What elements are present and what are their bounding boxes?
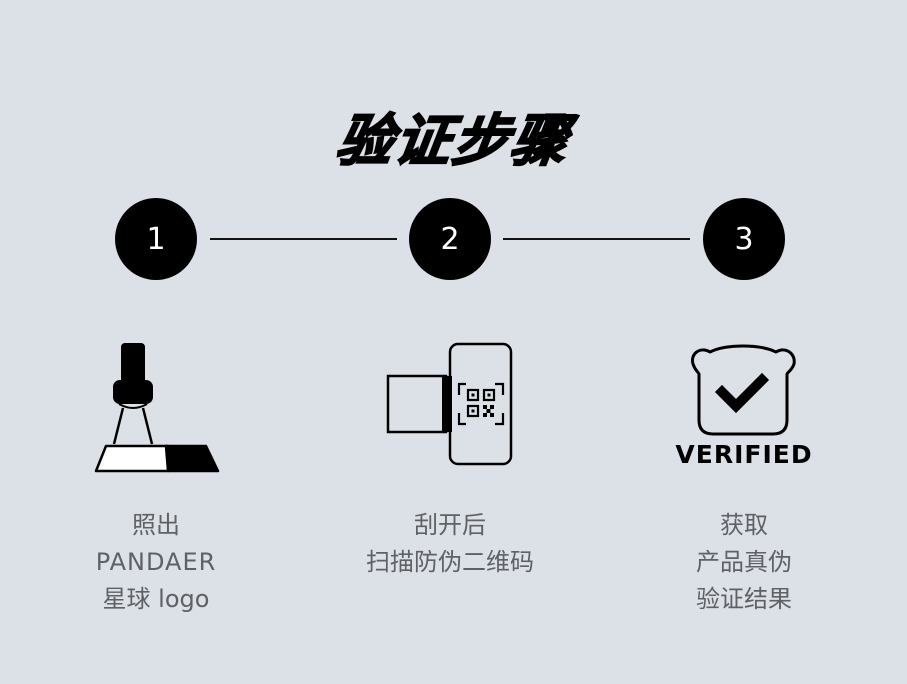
verified-bear-check-icon bbox=[690, 344, 796, 436]
step-1-number-badge: 1 bbox=[115, 198, 197, 280]
step-2-caption-line-1: 刮开后 bbox=[414, 511, 486, 539]
step-3-caption-line-1: 获取 bbox=[720, 511, 768, 539]
step-1-caption-line-3: 星球 logo bbox=[102, 585, 210, 613]
step-2-caption: 刮开后 扫描防伪二维码 bbox=[340, 507, 560, 581]
step-2-number-badge: 2 bbox=[409, 198, 491, 280]
step-3-caption-line-2: 产品真伪 bbox=[696, 548, 792, 576]
step-3-number-badge: 3 bbox=[703, 198, 785, 280]
scratch-qr-code-icon bbox=[386, 342, 513, 466]
step-1-caption-line-2: PANDAER bbox=[95, 548, 217, 576]
step-1-caption-line-1: 照出 bbox=[132, 511, 180, 539]
uv-light-icon bbox=[94, 343, 220, 473]
step-1-caption: 照出 PANDAER 星球 logo bbox=[46, 507, 266, 618]
page-title: 验证步骤 bbox=[331, 108, 574, 175]
verified-label: VERIFIED bbox=[675, 440, 813, 469]
step-connector-1-2 bbox=[210, 238, 397, 240]
step-2-caption-line-2: 扫描防伪二维码 bbox=[366, 548, 534, 576]
step-3-caption-line-3: 验证结果 bbox=[696, 585, 792, 613]
step-3-caption: 获取 产品真伪 验证结果 bbox=[634, 507, 854, 618]
step-connector-2-3 bbox=[503, 238, 690, 240]
